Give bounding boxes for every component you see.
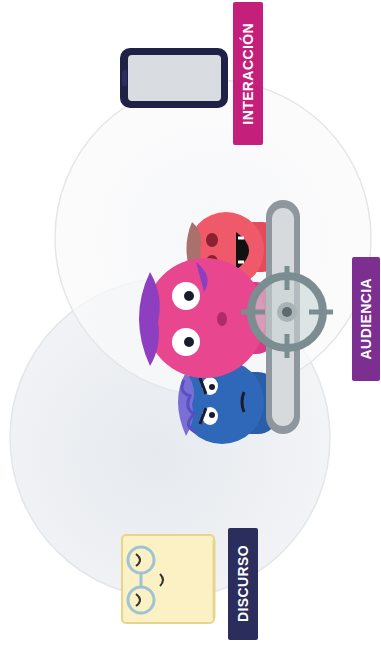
label-text: DISCURSO — [235, 545, 251, 622]
character-eye — [206, 233, 218, 247]
glasses-bridge — [140, 573, 143, 587]
character-hair — [182, 380, 196, 432]
phone-icon — [120, 48, 228, 108]
character-hair — [178, 372, 194, 436]
label-box: INTERACCIÓN — [233, 2, 263, 145]
target-dot — [282, 307, 292, 317]
character-hair — [139, 272, 160, 366]
character-pupil — [184, 337, 194, 347]
book — [122, 535, 214, 623]
target-bar — [241, 200, 333, 434]
character-pupil — [209, 384, 215, 390]
phone-notch — [122, 70, 127, 86]
character-teeth — [238, 238, 244, 262]
label-text: INTERACCIÓN — [240, 23, 256, 125]
crosshair — [241, 266, 333, 358]
label-box: DISCURSO — [228, 528, 258, 640]
phone-screen — [128, 55, 221, 101]
character-mouth — [236, 232, 249, 270]
book-eye — [136, 554, 140, 606]
character-eye — [172, 282, 200, 310]
character-nose — [217, 312, 227, 326]
character-brow — [200, 378, 206, 424]
venn-circle — [55, 80, 371, 396]
character-head — [145, 258, 265, 378]
character-mouth — [242, 392, 244, 412]
target-center — [277, 302, 297, 322]
book-mouth — [160, 574, 163, 586]
character-eye — [172, 328, 200, 356]
character-pupil — [209, 412, 215, 418]
character-hair — [196, 262, 208, 292]
phone-frame — [120, 48, 228, 108]
book-spine — [213, 540, 216, 618]
label-box: AUDIENCIA — [352, 257, 380, 381]
character-pupil — [184, 291, 194, 301]
label-text: AUDIENCIA — [358, 278, 374, 359]
book-icon — [122, 535, 214, 623]
